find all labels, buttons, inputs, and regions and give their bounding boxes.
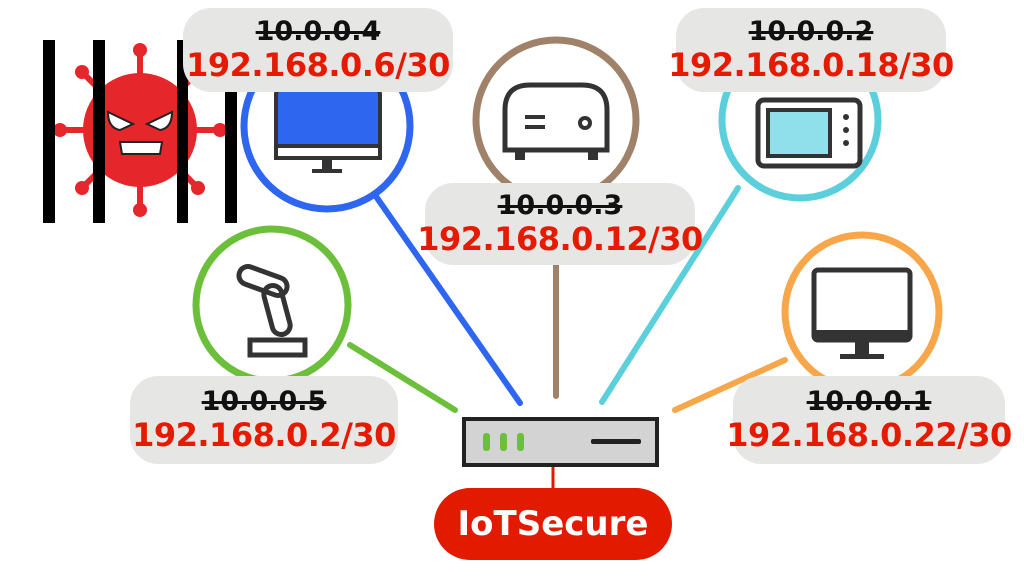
desktop-icon: [274, 88, 382, 173]
old-ip: 10.0.0.3: [497, 190, 623, 221]
ip-label-media-box: 10.0.0.3 192.168.0.12/30: [417, 183, 703, 265]
ip-label-robot-arm: 10.0.0.5 192.168.0.2/30: [130, 376, 398, 464]
media-box-node: [472, 36, 640, 204]
old-ip: 10.0.0.5: [201, 386, 327, 417]
old-ip: 10.0.0.4: [255, 16, 381, 47]
old-ip: 10.0.0.1: [806, 386, 932, 417]
new-ip: 192.168.0.12/30: [417, 220, 703, 258]
media-box-icon: [502, 82, 610, 160]
robot-arm-icon: [236, 264, 308, 358]
ip-label-monitor: 10.0.0.1 192.168.0.22/30: [726, 376, 1012, 464]
microwave-icon: [755, 97, 863, 169]
new-ip: 192.168.0.2/30: [132, 416, 396, 454]
link-robot-arm: [347, 342, 458, 413]
router-icon: [462, 417, 659, 467]
ip-label-microwave: 10.0.0.2 192.168.0.18/30: [668, 8, 954, 92]
old-ip: 10.0.0.2: [748, 16, 874, 47]
iotsecure-badge: IoTSecure: [434, 488, 672, 560]
ip-label-desktop: 10.0.0.4 192.168.0.6/30: [183, 8, 453, 92]
link-desktop: [372, 192, 523, 406]
new-ip: 192.168.0.6/30: [186, 46, 450, 84]
new-ip: 192.168.0.18/30: [668, 46, 954, 84]
monitor-icon: [811, 267, 913, 359]
monitor-node: [781, 231, 943, 393]
new-ip: 192.168.0.22/30: [726, 416, 1012, 454]
link-monitor: [672, 357, 788, 413]
robot-arm-node: [192, 225, 352, 385]
link-microwave: [599, 185, 741, 405]
